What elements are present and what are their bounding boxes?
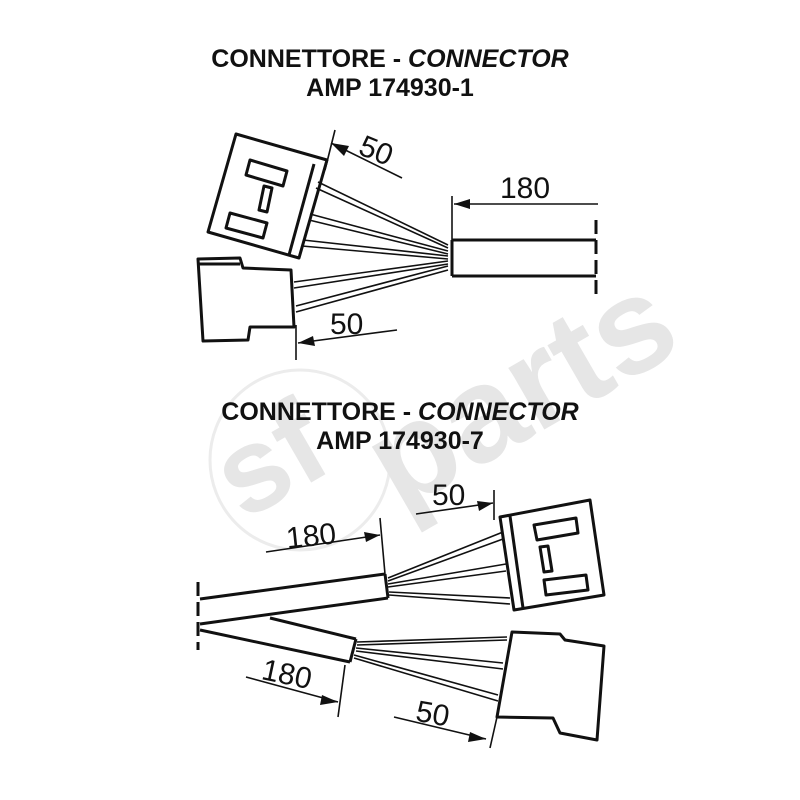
dim-cable-upper-180: 180 [285,517,338,555]
diagram-amp-174930-7: CONNETTORE - CONNECTOR AMP 174930-7 [196,398,606,749]
wires-lower [293,260,449,313]
cable-upper [196,572,390,650]
wires-lower [353,636,508,702]
wires-upper [301,181,449,260]
dim-cable-lower-180: 180 [259,653,315,696]
diagram-1-title: CONNETTORE - CONNECTOR [211,45,568,73]
wires-upper [387,531,511,605]
connector-upper [498,498,606,612]
dim-connector-upper-50: 50 [432,479,465,512]
diagram-2-part-number: AMP 174930-7 [316,427,484,455]
watermark-parts: parts [339,242,700,538]
dimension-lines [245,490,498,749]
diagram-1-part-number: AMP 174930-1 [306,74,474,102]
diagram-2-title: CONNETTORE - CONNECTOR [221,398,578,426]
cable-lower [199,616,358,664]
dim-connector-upper-50: 50 [354,130,397,173]
diagram-amp-174930-1: CONNETTORE - CONNECTOR AMP 174930-1 [196,45,598,360]
dim-cable-180: 180 [500,172,550,205]
dimension-lines [295,129,598,360]
connector-lower [495,630,606,742]
connector-lower [196,256,296,343]
dim-connector-lower-50: 50 [330,308,363,341]
connector-upper [206,132,329,260]
dim-connector-lower-50: 50 [413,695,452,733]
cable [450,220,598,300]
